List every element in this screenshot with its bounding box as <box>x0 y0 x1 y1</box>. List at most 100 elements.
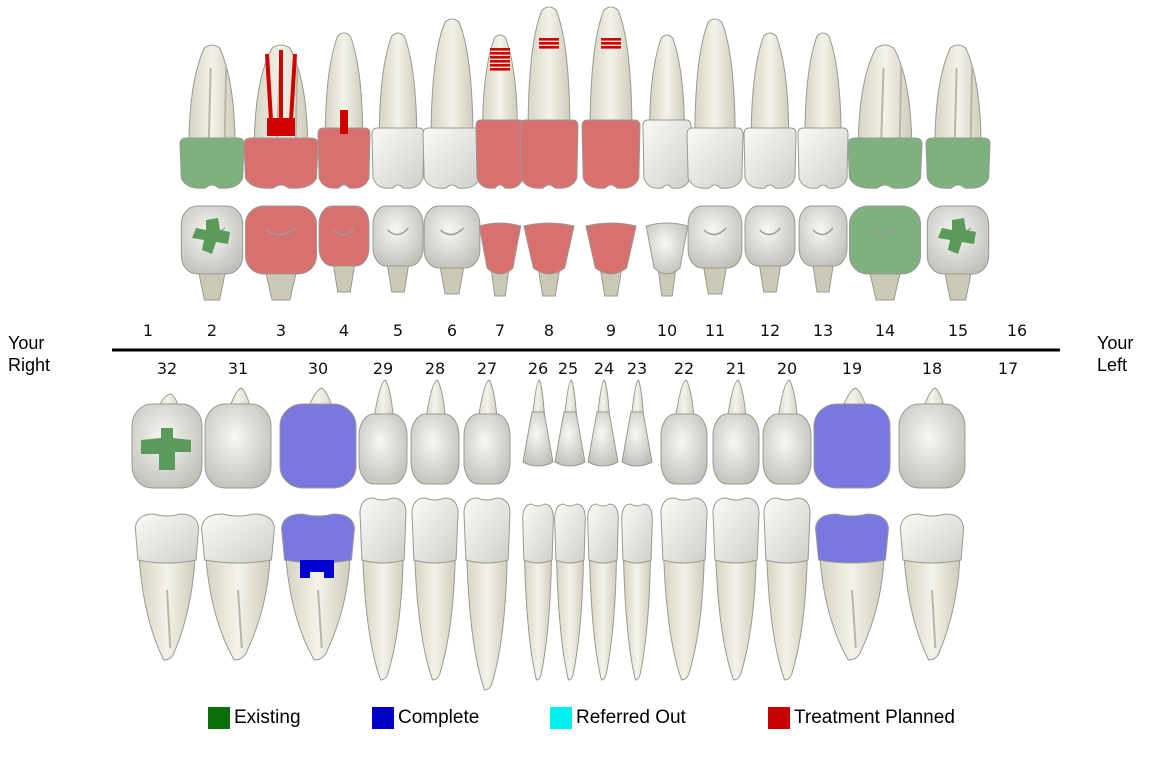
upper-tooth-number: 4 <box>339 321 349 340</box>
tooth-30-buccal[interactable] <box>282 514 355 660</box>
tooth-24-buccal[interactable] <box>588 504 619 680</box>
legend-label: Existing <box>234 707 301 729</box>
tooth-8-occlusal[interactable] <box>524 223 574 296</box>
lower-tooth-number: 20 <box>777 359 797 378</box>
tooth-18-occlusal[interactable] <box>899 388 965 488</box>
lower-buccal-row <box>135 498 963 690</box>
tooth-chart: 12345678910111213141516 3231302928272625… <box>0 0 1154 700</box>
lower-tooth-numbers: 32313029282726252423222120191817 <box>157 359 1018 378</box>
lower-tooth-number: 32 <box>157 359 177 378</box>
legend-treatment-planned: Treatment Planned <box>768 707 955 729</box>
lower-tooth-number: 17 <box>998 359 1018 378</box>
upper-occlusal-row <box>181 206 988 300</box>
tooth-6-buccal[interactable] <box>423 19 481 188</box>
tooth-19-occlusal[interactable] <box>814 388 890 488</box>
legend-existing: Existing <box>208 707 301 729</box>
upper-tooth-number: 14 <box>875 321 895 340</box>
tooth-28-occlusal[interactable] <box>411 380 459 484</box>
tooth-2-occlusal[interactable] <box>181 206 242 300</box>
tooth-22-buccal[interactable] <box>661 498 707 680</box>
tooth-22-occlusal[interactable] <box>661 380 707 484</box>
upper-tooth-number: 1 <box>143 321 153 340</box>
lower-tooth-number: 27 <box>477 359 497 378</box>
tooth-19-buccal[interactable] <box>816 514 889 660</box>
lower-tooth-number: 19 <box>842 359 862 378</box>
tooth-24-occlusal[interactable] <box>588 380 618 466</box>
tooth-11-buccal[interactable] <box>687 19 743 188</box>
tooth-32-occlusal[interactable] <box>132 394 202 488</box>
tooth-21-occlusal[interactable] <box>713 380 759 484</box>
tooth-9-occlusal[interactable] <box>586 223 636 296</box>
legend-complete: Complete <box>372 707 479 729</box>
tooth-30-occlusal[interactable] <box>280 388 356 488</box>
tooth-26-buccal[interactable] <box>523 504 554 680</box>
tooth-3-occlusal[interactable] <box>245 206 316 300</box>
tooth-10-buccal[interactable] <box>643 35 691 188</box>
upper-tooth-number: 12 <box>760 321 780 340</box>
upper-tooth-number: 9 <box>606 321 616 340</box>
upper-tooth-number: 16 <box>1007 321 1027 340</box>
tooth-4-buccal[interactable] <box>318 33 370 188</box>
tooth-14-occlusal[interactable] <box>849 206 920 300</box>
tooth-12-buccal[interactable] <box>744 33 796 188</box>
tooth-14-buccal[interactable] <box>848 45 922 188</box>
lower-tooth-number: 21 <box>726 359 746 378</box>
lower-tooth-number: 23 <box>627 359 647 378</box>
tooth-5-occlusal[interactable] <box>373 206 423 292</box>
tooth-5-buccal[interactable] <box>372 33 424 188</box>
lower-tooth-number: 18 <box>922 359 942 378</box>
tooth-7-occlusal[interactable] <box>479 223 520 296</box>
tooth-23-buccal[interactable] <box>622 504 653 680</box>
tooth-18-buccal[interactable] <box>900 514 963 660</box>
legend-referred-out: Referred Out <box>550 707 686 729</box>
tooth-28-buccal[interactable] <box>412 498 458 680</box>
tooth-27-occlusal[interactable] <box>464 380 510 484</box>
upper-tooth-number: 8 <box>544 321 554 340</box>
upper-tooth-number: 5 <box>393 321 403 340</box>
lower-tooth-number: 28 <box>425 359 445 378</box>
tooth-2-buccal[interactable] <box>180 45 244 188</box>
tooth-7-buccal[interactable] <box>476 35 524 188</box>
tooth-25-occlusal[interactable] <box>555 380 585 466</box>
upper-tooth-number: 3 <box>276 321 286 340</box>
tooth-10-occlusal[interactable] <box>646 223 687 296</box>
upper-tooth-numbers: 12345678910111213141516 <box>143 321 1027 340</box>
upper-tooth-number: 11 <box>705 321 725 340</box>
tooth-12-occlusal[interactable] <box>745 206 795 292</box>
tooth-15-occlusal[interactable] <box>927 206 988 300</box>
your-left-label: Your Left <box>1097 332 1133 376</box>
upper-tooth-number: 7 <box>495 321 505 340</box>
tooth-23-occlusal[interactable] <box>622 380 652 466</box>
tooth-20-occlusal[interactable] <box>763 380 811 484</box>
tooth-29-occlusal[interactable] <box>359 380 407 484</box>
tooth-31-occlusal[interactable] <box>205 388 271 488</box>
tooth-13-buccal[interactable] <box>798 33 848 188</box>
lower-tooth-number: 31 <box>228 359 248 378</box>
legend-label: Referred Out <box>576 707 686 729</box>
legend-label: Complete <box>398 707 479 729</box>
lower-tooth-number: 30 <box>308 359 328 378</box>
tooth-11-occlusal[interactable] <box>688 206 742 294</box>
tooth-27-buccal[interactable] <box>464 498 510 690</box>
tooth-3-buccal[interactable] <box>244 45 318 188</box>
tooth-15-buccal[interactable] <box>926 45 990 188</box>
tooth-21-buccal[interactable] <box>713 498 759 680</box>
lower-occlusal-row <box>132 380 965 488</box>
tooth-20-buccal[interactable] <box>764 498 810 680</box>
tooth-13-occlusal[interactable] <box>799 206 847 292</box>
tooth-25-buccal[interactable] <box>555 504 586 680</box>
existing-swatch <box>208 707 230 729</box>
tooth-9-buccal[interactable] <box>582 7 640 188</box>
referred-out-swatch <box>550 707 572 729</box>
tooth-6-occlusal[interactable] <box>424 206 480 294</box>
tooth-4-occlusal[interactable] <box>319 206 369 292</box>
lower-tooth-number: 24 <box>594 359 614 378</box>
your-right-label: Your Right <box>8 332 50 376</box>
tooth-8-buccal[interactable] <box>520 7 578 188</box>
upper-tooth-number: 10 <box>657 321 677 340</box>
lower-tooth-number: 29 <box>373 359 393 378</box>
tooth-32-buccal[interactable] <box>135 514 198 660</box>
tooth-31-buccal[interactable] <box>202 514 275 660</box>
tooth-29-buccal[interactable] <box>360 498 406 680</box>
tooth-26-occlusal[interactable] <box>523 380 553 466</box>
